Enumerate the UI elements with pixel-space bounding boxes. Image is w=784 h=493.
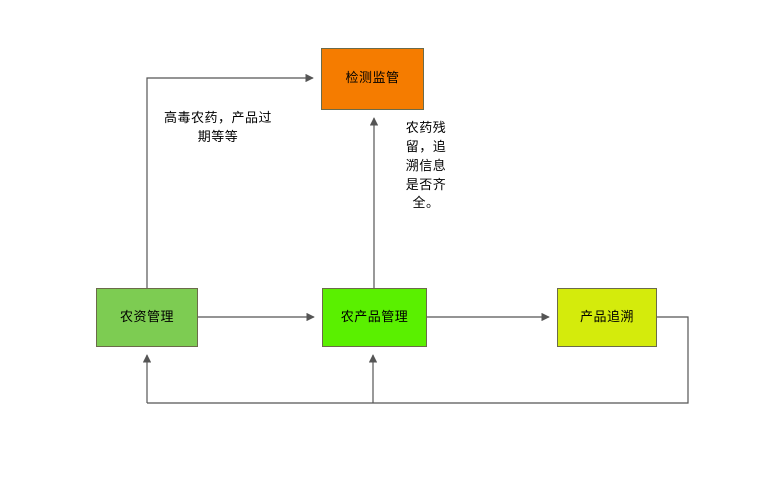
node-inspection-supervision[interactable]: 检测监管	[321, 48, 424, 110]
edge-trace-feedback-bus	[147, 316, 689, 404]
node-product-traceability[interactable]: 产品追溯	[557, 288, 657, 347]
edge-label-toxic-pesticides: 高毒农药，产品过 期等等	[163, 111, 272, 145]
edge-supplies-to-inspection	[146, 73, 314, 288]
node-agricultural-supplies-management[interactable]: 农资管理	[96, 288, 198, 347]
node-agricultural-products-management[interactable]: 农产品管理	[322, 288, 427, 347]
edge-label-pesticide-residue: 农药残 留，追 溯信息 是否齐 全。	[405, 121, 447, 212]
